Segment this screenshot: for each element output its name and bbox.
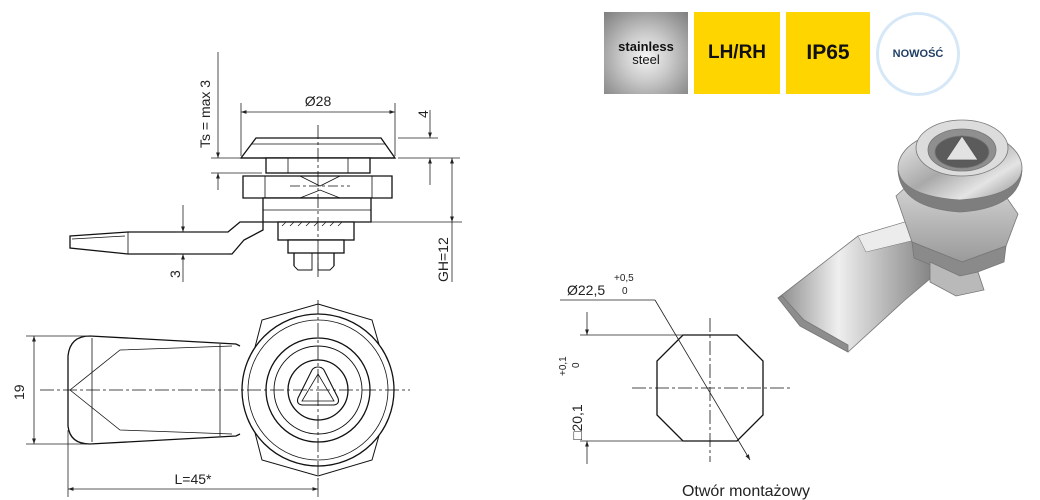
dim-cutout-square bbox=[580, 312, 683, 464]
dim-cutout-diameter-label: Ø22,5 bbox=[567, 282, 605, 298]
dim-head-height bbox=[398, 110, 460, 185]
dim-cutout-square-tol-lower: 0 bbox=[571, 362, 582, 368]
product-render bbox=[777, 119, 1023, 353]
cutout-caption: Otwór montażowy bbox=[682, 483, 810, 500]
dim-cutout-square-tol-upper: +0,1 bbox=[558, 356, 569, 376]
material-line-1: stainless bbox=[618, 39, 674, 54]
dim-cutout-diameter-tol-lower: 0 bbox=[622, 286, 628, 297]
dim-cutout-diameter bbox=[560, 299, 751, 461]
stainless-steel-badge: stainless steel bbox=[604, 12, 688, 94]
dim-grip-height-label: GH=12 bbox=[435, 237, 451, 282]
dim-thickness bbox=[211, 52, 262, 190]
dim-length-45-label: L=45* bbox=[175, 471, 213, 487]
dim-grip-height bbox=[262, 158, 462, 282]
lhrh-badge: LH/RH bbox=[694, 12, 780, 94]
dim-tongue-thickness bbox=[176, 205, 228, 282]
dim-width-19 bbox=[26, 335, 92, 445]
dim-width-19-label: 19 bbox=[11, 384, 27, 400]
dim-diameter-28-label: Ø28 bbox=[305, 93, 332, 109]
nut-outline bbox=[242, 175, 393, 199]
dim-cutout-square-label: □20,1 bbox=[569, 404, 585, 440]
new-product-badge: NOWOŚĆ bbox=[876, 12, 960, 96]
dim-diameter-28 bbox=[240, 103, 396, 156]
top-tongue-outline bbox=[67, 335, 241, 445]
dim-cutout-diameter-tol-upper: +0,5 bbox=[614, 273, 634, 284]
dim-length-45 bbox=[67, 430, 319, 497]
dim-tongue-thickness-label: 3 bbox=[167, 270, 183, 278]
ip65-badge: IP65 bbox=[786, 12, 870, 94]
tongue-outline bbox=[69, 221, 264, 255]
dim-head-height-label: 4 bbox=[415, 110, 431, 118]
ip65-label: IP65 bbox=[806, 41, 850, 64]
new-label: NOWOŚĆ bbox=[892, 48, 944, 60]
material-line-2: steel bbox=[632, 52, 660, 67]
dim-thickness-label: Ts = max 3 bbox=[197, 80, 213, 148]
render-triangle-key bbox=[945, 135, 979, 161]
lhrh-label: LH/RH bbox=[707, 42, 767, 63]
